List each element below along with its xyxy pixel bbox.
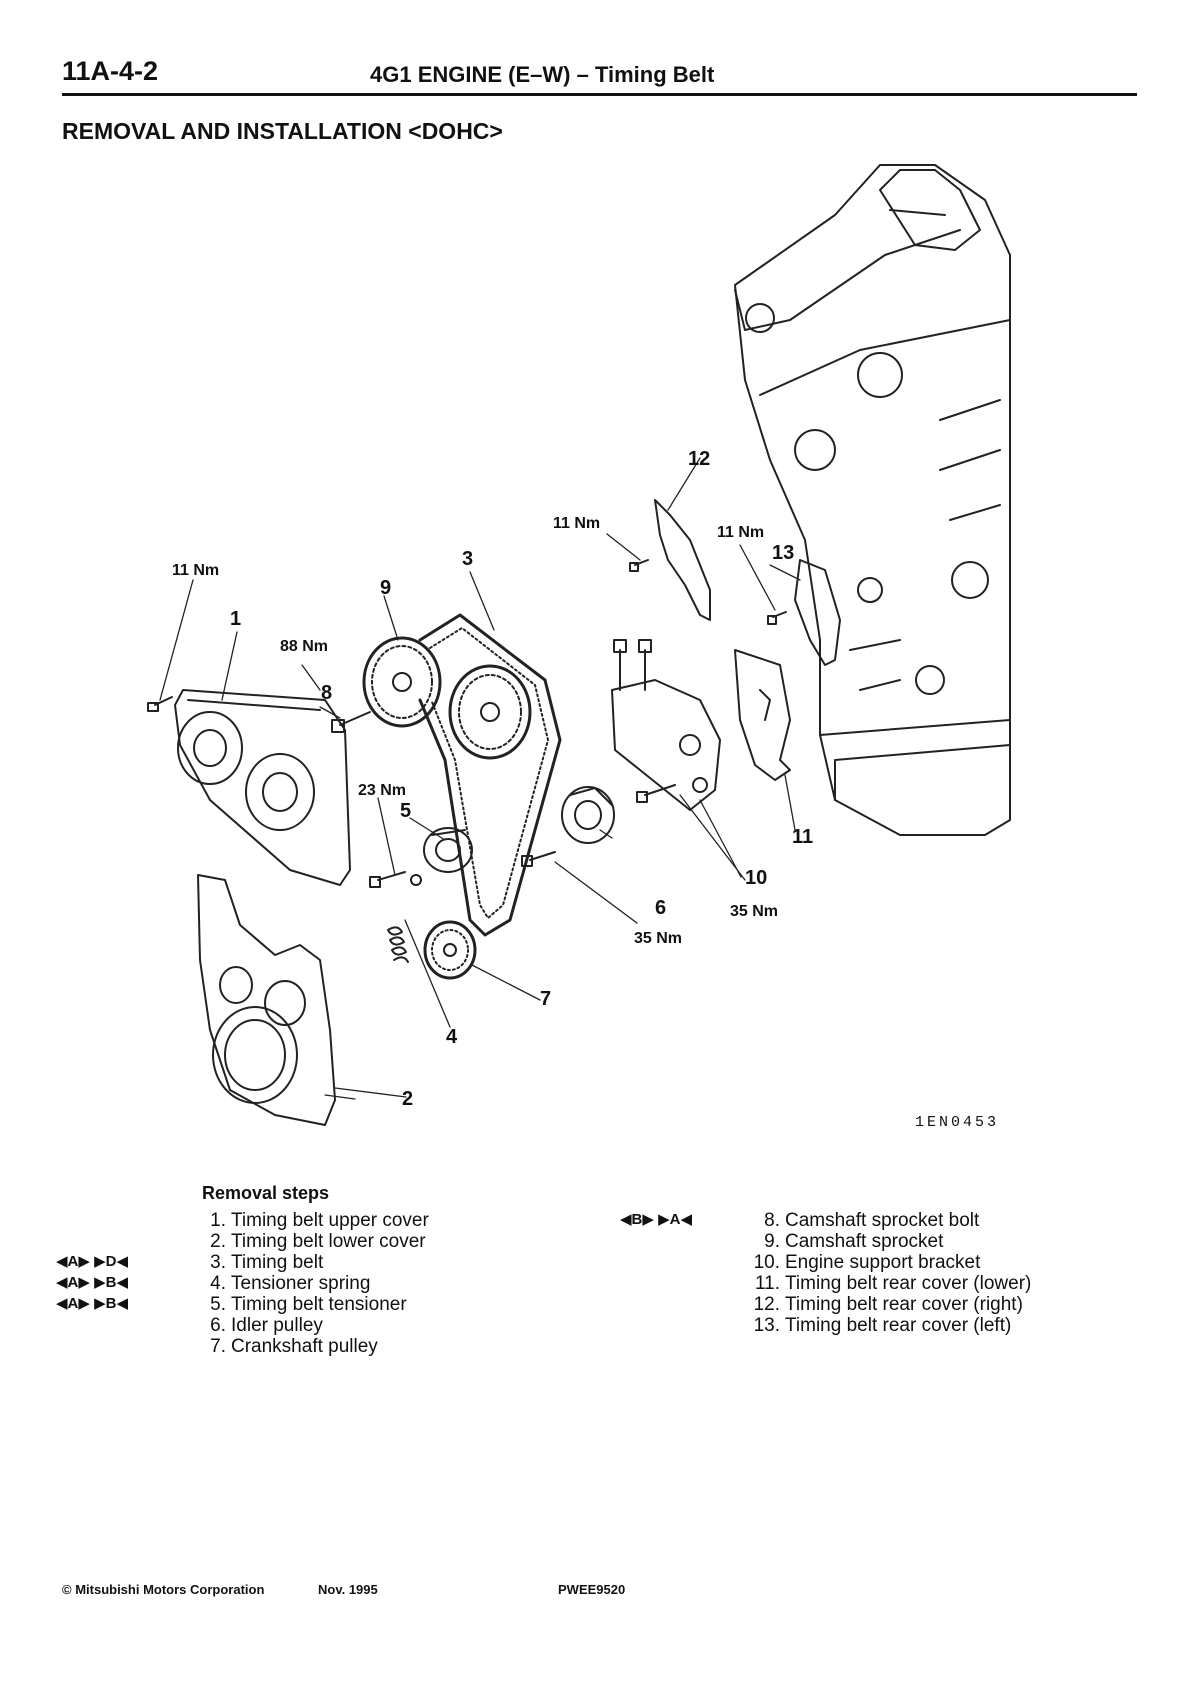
callout-8: 8 (321, 682, 333, 704)
service-marker-step-4: ◀A▶ ▶B◀ (56, 1274, 128, 1291)
callout-5: 5 (400, 800, 412, 822)
torque-support-bracket: 35 Nm (730, 903, 779, 920)
torque-rear-cover-right: 11 Nm (553, 515, 601, 532)
callout-12: 12 (688, 448, 711, 470)
callout-11: 11 (792, 826, 814, 848)
step-2: 2.Timing belt lower cover (210, 1231, 426, 1252)
bolt-drawings (147, 559, 787, 888)
figure-code: 1EN0453 (915, 1114, 1000, 1131)
callout-6: 6 (655, 897, 667, 919)
step-3: 3.Timing belt (210, 1252, 324, 1273)
timing-belt-tensioner-drawing (423, 827, 473, 873)
crankshaft-pulley-drawing (423, 920, 477, 980)
callout-10: 10 (745, 867, 768, 889)
timing-belt-upper-cover-drawing (174, 689, 351, 886)
section-title: REMOVAL AND INSTALLATION <DOHC> (62, 118, 503, 144)
footer-copyright: © Mitsubishi Motors Corporation (62, 1582, 265, 1597)
idler-pulley-drawing (561, 786, 615, 844)
service-marker-step-5: ◀A▶ ▶B◀ (56, 1295, 128, 1312)
step-4: 4.Tensioner spring (210, 1273, 371, 1294)
torque-idler-pulley: 35 Nm (634, 930, 683, 947)
timing-belt-lower-cover-drawing (197, 874, 336, 1126)
callout-13: 13 (772, 542, 795, 564)
torque-rear-cover-left: 11 Nm (717, 524, 765, 541)
rear-cover-right-drawing (654, 499, 711, 621)
callout-4: 4 (446, 1026, 458, 1048)
service-marker-step-3: ◀A▶ ▶D◀ (56, 1253, 128, 1270)
timing-belt-drawing (418, 613, 562, 937)
service-marker-step-8: ◀B▶ ▶A◀ (620, 1211, 692, 1228)
engine-block-drawing (734, 164, 1011, 836)
step-11: 11.Timing belt rear cover (lower) (754, 1273, 1032, 1294)
step-7: 7.Crankshaft pulley (210, 1336, 378, 1357)
step-10: 10.Engine support bracket (753, 1252, 981, 1273)
removal-steps-left: 1.Timing belt upper cover 2.Timing belt … (202, 1210, 429, 1357)
camshaft-sprocket-drawings (362, 636, 532, 760)
step-12: 12.Timing belt rear cover (right) (753, 1294, 1023, 1315)
page-number: 11A-4-2 (62, 56, 159, 86)
step-6: 6.Idler pulley (210, 1315, 323, 1336)
tensioner-spring-drawing (387, 926, 409, 963)
callout-7: 7 (540, 988, 552, 1010)
footer-date: Nov. 1995 (318, 1582, 378, 1597)
removal-steps-heading: Removal steps (202, 1183, 330, 1203)
rear-cover-lower-drawing (734, 649, 791, 781)
step-13: 13.Timing belt rear cover (left) (753, 1315, 1012, 1336)
callout-9: 9 (380, 577, 392, 599)
step-8: 8.Camshaft sprocket bolt (764, 1210, 980, 1231)
header-title: 4G1 ENGINE (E–W) – Timing Belt (370, 62, 715, 87)
footer-code: PWEE9520 (558, 1582, 626, 1597)
torque-tensioner: 23 Nm (358, 782, 407, 799)
step-9: 9.Camshaft sprocket (764, 1231, 944, 1252)
header-rule (62, 93, 1137, 96)
engine-support-bracket-drawing (611, 639, 721, 811)
step-5: 5.Timing belt tensioner (210, 1294, 407, 1315)
callout-1: 1 (230, 608, 242, 630)
torque-upper-cover: 11 Nm (172, 562, 220, 579)
removal-steps-right: 8.Camshaft sprocket bolt 9.Camshaft spro… (748, 1210, 1032, 1336)
rear-cover-left-drawing (794, 559, 841, 666)
callout-2: 2 (402, 1088, 414, 1110)
leader-lines (159, 457, 801, 1100)
step-1: 1.Timing belt upper cover (210, 1210, 429, 1231)
callout-3: 3 (462, 548, 474, 570)
torque-camshaft-bolt: 88 Nm (280, 638, 329, 655)
